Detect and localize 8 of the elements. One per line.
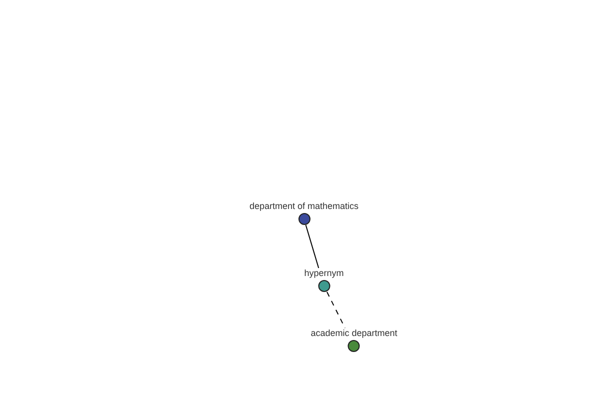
connector-line [305, 224, 320, 268]
labeled-dot-node [310, 328, 398, 352]
node-label: department of mathematics [249, 201, 359, 212]
dashed-line [326, 292, 346, 328]
labeled-dot-node [249, 201, 359, 225]
node-label: academic department [310, 328, 398, 339]
node-label: hypernym [304, 268, 344, 279]
labeled-dot-node [304, 268, 344, 292]
